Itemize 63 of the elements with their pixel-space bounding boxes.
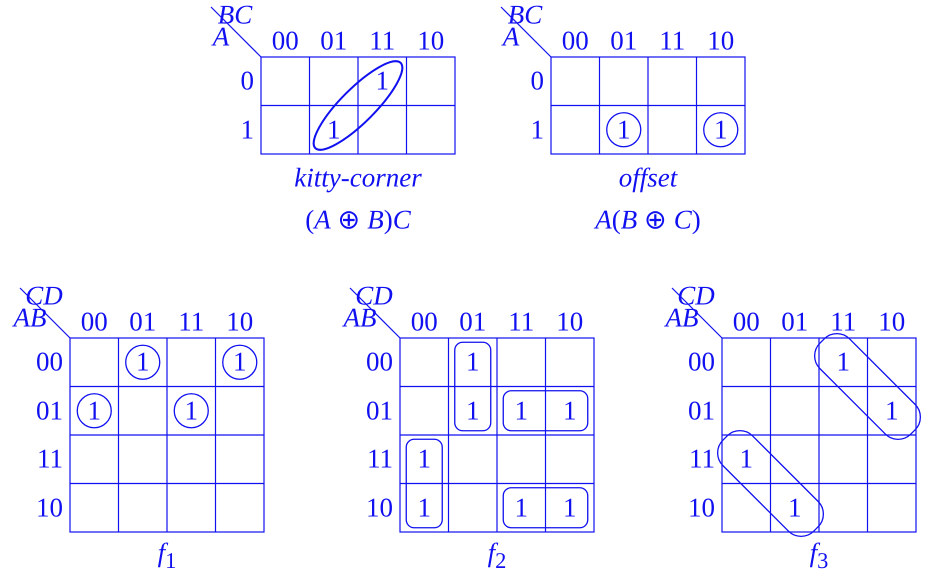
column-header: 10 [226, 308, 254, 336]
cell-value: 1 [885, 397, 898, 424]
column-header: 00 [272, 28, 299, 54]
cell-value: 1 [563, 397, 576, 424]
cell-value: 1 [617, 116, 630, 144]
row-header: 1 [530, 116, 544, 144]
cell-value: 1 [740, 446, 753, 473]
row-header: 01 [36, 397, 63, 424]
map-caption: kitty-corner [294, 164, 422, 192]
column-header: 11 [369, 28, 396, 54]
function-name: f$_{1}$ [158, 540, 176, 572]
column-header: 11 [659, 28, 686, 54]
row-header: 11 [37, 446, 63, 473]
column-header: 01 [610, 28, 638, 54]
cell-value: 1 [466, 397, 480, 424]
formula: A(B ⊕ C) [595, 206, 701, 234]
cell-value: 1 [376, 68, 389, 95]
column-header: 00 [732, 308, 760, 336]
cell-value: 1 [836, 348, 850, 376]
cell-value: 1 [418, 446, 431, 473]
row-header: 11 [689, 446, 715, 473]
column-header: 01 [459, 308, 486, 336]
cell-value: 1 [788, 494, 802, 522]
cell-value: 1 [136, 348, 150, 376]
cell-value: 1 [514, 494, 528, 522]
column-header: 10 [556, 308, 584, 336]
column-header: 01 [129, 308, 156, 336]
column-header: 11 [178, 308, 204, 336]
row-header: 00 [688, 348, 715, 376]
column-header: 00 [80, 308, 108, 336]
row-header: 11 [367, 446, 393, 473]
row-header: 00 [366, 348, 393, 376]
cell-value: 1 [563, 494, 576, 522]
column-header: 01 [320, 28, 348, 54]
function-name: f$_{2}$ [488, 540, 506, 572]
cell-value: 1 [88, 397, 101, 424]
cell-value: 1 [327, 116, 340, 144]
column-header: 10 [417, 28, 444, 54]
column-header: 10 [878, 308, 906, 336]
column-header: 11 [830, 308, 856, 336]
cell-value: 1 [466, 348, 480, 376]
cell-value: 1 [514, 397, 528, 424]
formula: (A ⊕ B)C [305, 206, 411, 234]
column-header: 00 [562, 28, 589, 54]
row-header: 0 [240, 68, 254, 95]
cell-value: 1 [233, 348, 246, 376]
cell-value: 1 [714, 116, 728, 144]
row-header: 01 [688, 397, 715, 424]
row-header: 0 [530, 68, 544, 95]
row-header: 00 [36, 348, 63, 376]
cell-value: 1 [184, 397, 198, 424]
function-name: f$_{3}$ [810, 540, 828, 572]
column-header: 00 [410, 308, 438, 336]
column-header: 10 [707, 28, 734, 54]
column-header: 01 [781, 308, 808, 336]
map-caption: offset [618, 164, 678, 192]
column-header: 11 [508, 308, 534, 336]
row-header: 10 [688, 494, 715, 522]
row-header: 10 [366, 494, 393, 522]
row-header: 1 [240, 116, 254, 144]
row-header: 10 [36, 494, 63, 522]
cell-value: 1 [418, 494, 431, 522]
row-header: 01 [366, 397, 393, 424]
